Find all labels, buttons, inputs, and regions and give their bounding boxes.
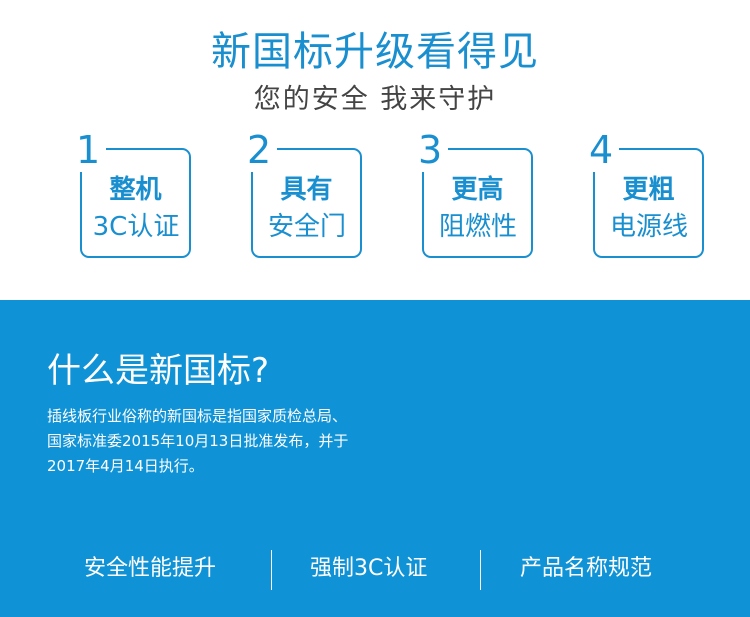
description-line: 2017年4月14日执行。 — [47, 457, 204, 475]
top-section: 新国标升级看得见 您的安全 我来守护 1 整机 3C认证 2 具有 安全门 3 … — [0, 0, 750, 300]
feature-number: 1 — [72, 128, 107, 172]
page-title: 新国标升级看得见 — [211, 29, 539, 75]
feature-title: 更高 — [451, 175, 504, 205]
feature-card-2: 2 具有 安全门 — [243, 128, 387, 262]
tag-name-standard: 产品名称规范 — [520, 556, 653, 581]
page-subtitle: 您的安全 我来守护 — [253, 84, 497, 115]
tag-divider — [271, 550, 272, 590]
feature-box — [251, 148, 362, 258]
info-heading: 什么是新国标? — [47, 351, 270, 391]
feature-box — [80, 148, 191, 258]
feature-subtitle: 安全门 — [267, 212, 346, 242]
tag-safety-upgrade: 安全性能提升 — [84, 556, 217, 581]
info-description: 插线板行业俗称的新国标是指国家质检总局、 国家标准委2015年10月13日批准发… — [47, 404, 447, 479]
feature-subtitle: 阻燃性 — [438, 212, 517, 242]
feature-subtitle: 3C认证 — [92, 212, 180, 242]
feature-number: 3 — [414, 128, 449, 172]
feature-card-3: 3 更高 阻燃性 — [414, 128, 558, 262]
feature-title: 整机 — [109, 175, 162, 205]
feature-card-4: 4 更粗 电源线 — [585, 128, 729, 262]
tag-divider — [480, 550, 481, 590]
info-band: 什么是新国标? 插线板行业俗称的新国标是指国家质检总局、 国家标准委2015年1… — [0, 300, 750, 617]
feature-title: 更粗 — [622, 175, 675, 205]
feature-number: 2 — [243, 128, 278, 172]
feature-box — [593, 148, 704, 258]
description-line: 插线板行业俗称的新国标是指国家质检总局、 — [47, 407, 348, 425]
feature-number: 4 — [585, 128, 620, 172]
tag-3c-certification: 强制3C认证 — [310, 556, 428, 581]
feature-title: 具有 — [280, 175, 333, 205]
feature-subtitle: 电源线 — [609, 212, 688, 242]
feature-box — [422, 148, 533, 258]
feature-card-1: 1 整机 3C认证 — [72, 128, 216, 262]
description-line: 国家标准委2015年10月13日批准发布，并于 — [47, 432, 349, 450]
